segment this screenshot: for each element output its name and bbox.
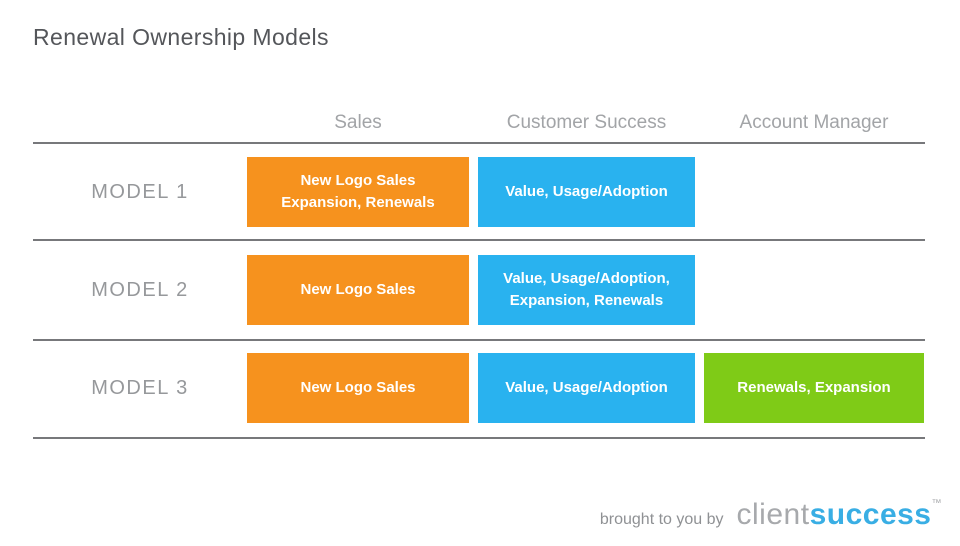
model-1-sales-cell: New Logo Sales Expansion, Renewals <box>247 157 469 227</box>
row-label-model-1: MODEL 1 <box>91 180 189 203</box>
divider-row-3 <box>33 437 925 439</box>
divider-row-2 <box>33 339 925 341</box>
divider-row-1 <box>33 239 925 241</box>
row-label-model-3: MODEL 3 <box>91 376 189 399</box>
column-header-account-manager: Account Manager <box>739 112 889 133</box>
model-1-customer-success-cell: Value, Usage/Adoption <box>478 157 695 227</box>
divider-header <box>33 142 925 144</box>
row-label-model-2: MODEL 2 <box>91 278 189 301</box>
model-3-account-manager-cell: Renewals, Expansion <box>704 353 924 423</box>
footer: brought to you by clientsuccess™ <box>600 498 942 532</box>
footer-tagline: brought to you by <box>599 511 724 528</box>
model-2-sales-cell: New Logo Sales <box>247 255 469 325</box>
trademark-symbol: ™ <box>931 498 942 509</box>
page-title: Renewal Ownership Models <box>33 24 329 50</box>
model-3-sales-cell: New Logo Sales <box>247 353 469 423</box>
column-header-sales: Sales <box>334 112 382 133</box>
clientsuccess-logo: clientsuccess™ <box>737 498 942 532</box>
logo-client-text: client <box>736 498 810 531</box>
column-header-customer-success: Customer Success <box>506 112 667 133</box>
model-3-customer-success-cell: Value, Usage/Adoption <box>478 353 695 423</box>
model-2-customer-success-cell: Value, Usage/Adoption, Expansion, Renewa… <box>478 255 695 325</box>
logo-success-text: success <box>809 498 932 531</box>
